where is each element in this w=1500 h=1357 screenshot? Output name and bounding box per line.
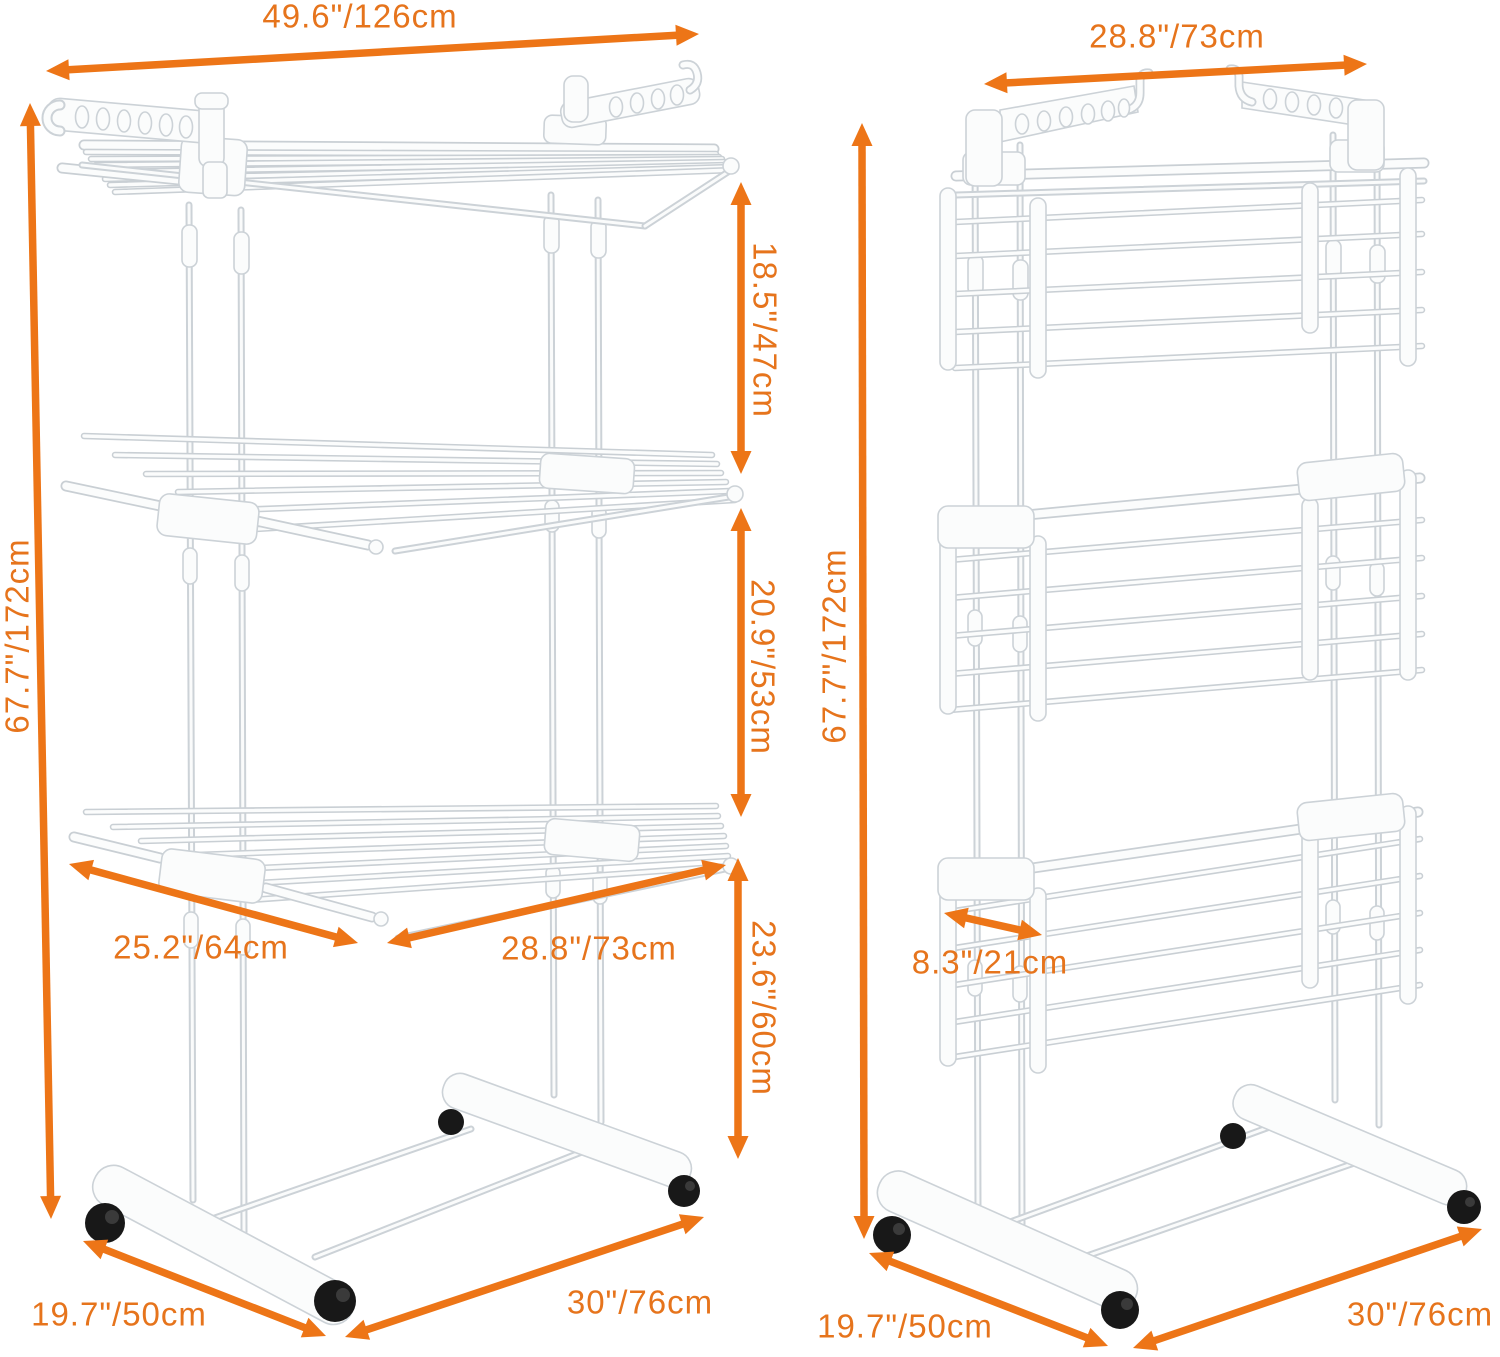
svg-text:19.7"/50cm: 19.7"/50cm	[31, 1296, 207, 1333]
svg-text:67.7"/172cm: 67.7"/172cm	[0, 538, 36, 733]
svg-text:8.3"/21cm: 8.3"/21cm	[912, 944, 1068, 981]
svg-text:20.9"/53cm: 20.9"/53cm	[745, 579, 782, 755]
svg-text:30"/76cm: 30"/76cm	[1347, 1296, 1493, 1333]
svg-text:28.8"/73cm: 28.8"/73cm	[501, 930, 677, 967]
svg-text:49.6"/126cm: 49.6"/126cm	[262, 0, 457, 35]
svg-text:19.7"/50cm: 19.7"/50cm	[817, 1308, 993, 1345]
svg-text:28.8"/73cm: 28.8"/73cm	[1089, 18, 1265, 55]
svg-text:18.5"/47cm: 18.5"/47cm	[747, 242, 784, 418]
svg-text:25.2"/64cm: 25.2"/64cm	[113, 929, 289, 966]
svg-text:67.7"/172cm: 67.7"/172cm	[816, 548, 853, 743]
svg-text:30"/76cm: 30"/76cm	[567, 1284, 713, 1321]
svg-text:23.6"/60cm: 23.6"/60cm	[746, 920, 783, 1096]
